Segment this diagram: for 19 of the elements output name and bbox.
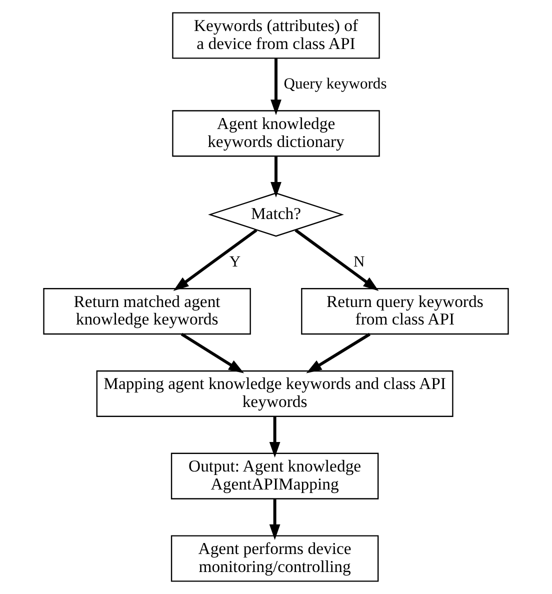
node-box: Mapping agent knowledge keywords and class API keywords	[96, 370, 454, 417]
arrow	[270, 58, 282, 116]
node-box: Agent knowledge keywords dictionary	[172, 110, 380, 157]
node-box: Agent performs device monitoring/controlling	[170, 535, 379, 582]
node-box: Return matched agent knowledge keywords	[43, 288, 251, 335]
arrow	[180, 332, 244, 374]
edge-label: Y	[229, 253, 241, 270]
arrow	[173, 228, 258, 291]
arrow	[294, 228, 379, 291]
node-box: Keywords (attributes) of a device from class API	[172, 12, 380, 59]
node-diamond: Match?	[208, 192, 344, 237]
arrow	[306, 332, 370, 374]
node-box: Return query keywords from class API	[301, 288, 509, 335]
arrow	[269, 499, 280, 540]
arrow	[269, 416, 280, 458]
edge-label: Query keywords	[284, 76, 387, 93]
arrow	[270, 156, 282, 198]
node-box: Output: Agent knowledge AgentAPIMapping	[170, 452, 379, 500]
edge-label: N	[354, 253, 365, 270]
